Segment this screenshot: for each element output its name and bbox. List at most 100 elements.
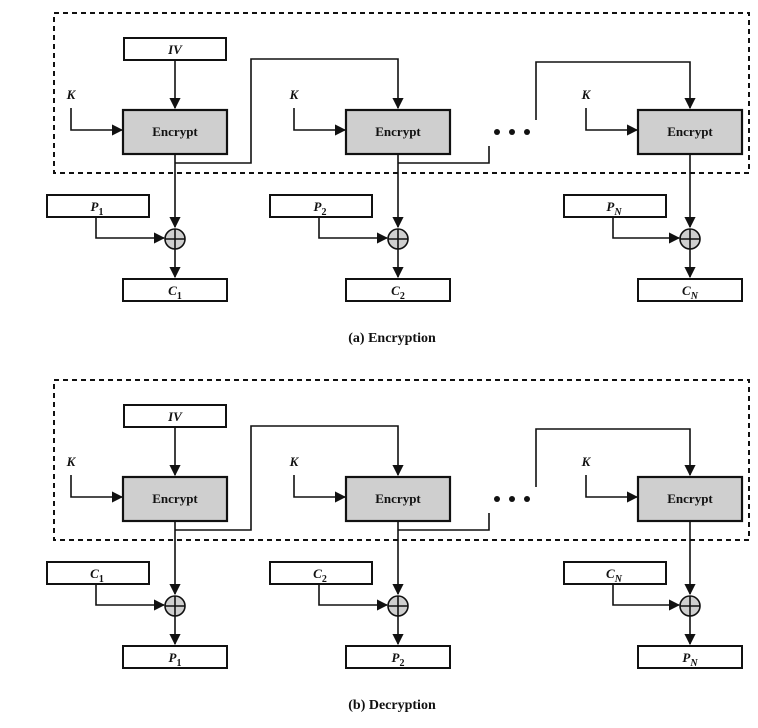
ellipsis-dot — [524, 496, 530, 502]
ellipsis-dot — [524, 129, 530, 135]
input-box — [46, 561, 150, 585]
ellipsis-dot — [509, 129, 515, 135]
input-label-base: P — [91, 199, 100, 214]
iv-label: IV — [167, 409, 183, 424]
output-box — [345, 278, 451, 302]
output-box — [345, 645, 451, 669]
input-label: PN — [606, 199, 622, 218]
feedback-line-1 — [175, 425, 404, 531]
input-label-subscript: N — [614, 574, 623, 585]
encrypt-block — [121, 108, 229, 156]
output-label: P1 — [169, 650, 182, 669]
input-label-base: C — [90, 566, 99, 581]
key-label: K — [289, 87, 300, 102]
input-label: P2 — [314, 199, 327, 218]
input-label-subscript: 2 — [321, 207, 326, 218]
output-box — [122, 278, 228, 302]
output-label-subscript: 1 — [177, 291, 182, 302]
output-label-subscript: N — [689, 658, 698, 669]
key-label: K — [581, 87, 592, 102]
feedback-line-2 — [398, 146, 490, 164]
panel-caption: (b) Decryption — [348, 698, 436, 713]
input-arrow — [95, 217, 166, 244]
output-label-subscript: 1 — [176, 658, 181, 669]
input-label-subscript: 1 — [99, 574, 104, 585]
decryption-panel: IVKEncryptC1P1KEncryptC2P2KEncryptCNPN(b… — [46, 379, 750, 713]
ellipsis-dot — [509, 496, 515, 502]
output-label: CN — [682, 283, 699, 302]
feedback-region-border — [53, 12, 750, 174]
iv-label: IV — [167, 42, 183, 57]
input-box — [563, 561, 667, 585]
output-label: PN — [682, 650, 698, 669]
input-arrow — [612, 584, 681, 611]
input-label-base: P — [606, 199, 615, 214]
feedback-line-n — [535, 428, 696, 487]
encrypt-label: Encrypt — [375, 491, 421, 506]
output-label-base: C — [391, 283, 400, 298]
output-label-subscript: 2 — [399, 658, 404, 669]
key-arrow — [70, 475, 124, 503]
input-box — [269, 561, 373, 585]
key-arrow — [70, 108, 124, 136]
panel-caption: (a) Encryption — [348, 331, 436, 346]
output-label: C2 — [391, 283, 405, 302]
feedback-region-border — [53, 379, 750, 541]
encrypt-block — [636, 108, 744, 156]
input-label-base: P — [314, 199, 323, 214]
key-arrow — [585, 475, 639, 503]
input-label: CN — [606, 566, 623, 585]
output-label: C1 — [168, 283, 182, 302]
output-box — [637, 645, 743, 669]
input-arrow — [318, 217, 389, 244]
encrypt-label: Encrypt — [152, 124, 198, 139]
encrypt-block — [636, 475, 744, 523]
input-label-subscript: 1 — [98, 207, 103, 218]
input-label-base: C — [313, 566, 322, 581]
encrypt-block — [344, 475, 452, 523]
input-label: C2 — [313, 566, 327, 585]
feedback-line-1 — [175, 58, 404, 164]
key-arrow — [293, 475, 347, 503]
encrypt-block — [344, 108, 452, 156]
input-label: P1 — [91, 199, 104, 218]
output-label-base: P — [392, 650, 401, 665]
input-box — [269, 194, 373, 218]
output-label-subscript: 2 — [400, 291, 405, 302]
ellipsis-dot — [494, 129, 500, 135]
feedback-line-n — [535, 61, 696, 120]
input-box — [46, 194, 150, 218]
input-label-subscript: 2 — [322, 574, 327, 585]
input-label-subscript: N — [613, 207, 622, 218]
input-arrow — [318, 584, 389, 611]
input-arrow — [612, 217, 681, 244]
output-box — [637, 278, 743, 302]
encrypt-label: Encrypt — [667, 491, 713, 506]
key-arrow — [585, 108, 639, 136]
key-label: K — [581, 454, 592, 469]
input-label: C1 — [90, 566, 104, 585]
input-label-base: C — [606, 566, 615, 581]
key-label: K — [66, 87, 77, 102]
output-label-base: P — [682, 650, 691, 665]
output-label-base: C — [682, 283, 691, 298]
key-label: K — [289, 454, 300, 469]
key-arrow — [293, 108, 347, 136]
output-label-base: P — [169, 650, 178, 665]
encrypt-label: Encrypt — [667, 124, 713, 139]
output-label-subscript: N — [690, 291, 699, 302]
ellipsis-dot — [494, 496, 500, 502]
input-arrow — [95, 584, 166, 611]
feedback-line-2 — [398, 513, 490, 531]
key-label: K — [66, 454, 77, 469]
output-label-base: C — [168, 283, 177, 298]
output-box — [122, 645, 228, 669]
output-label: P2 — [392, 650, 405, 669]
